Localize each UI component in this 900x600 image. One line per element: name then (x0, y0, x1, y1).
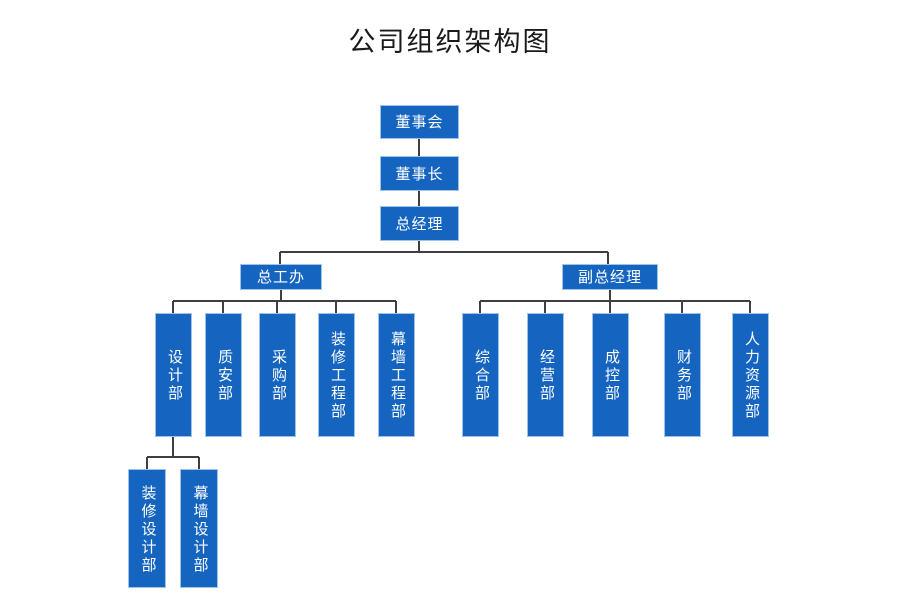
node-decoration-engineering-department[interactable]: 装修工程部 (318, 313, 355, 437)
node-decoration-design-department[interactable]: 装修设计部 (128, 469, 166, 588)
node-curtainwall-design-department[interactable]: 幕墙设计部 (180, 469, 218, 588)
node-curtainwall-engineering-department[interactable]: 幕墙工程部 (378, 313, 415, 437)
node-cost-control-department[interactable]: 成控部 (592, 313, 629, 437)
node-purchasing-department[interactable]: 采购部 (259, 313, 296, 437)
node-finance-department[interactable]: 财务部 (664, 313, 701, 437)
node-quality-safety-department[interactable]: 质安部 (205, 313, 242, 437)
node-deputy-general-manager[interactable]: 副总经理 (562, 264, 658, 290)
node-chairman[interactable]: 董事长 (380, 156, 459, 191)
node-operations-department[interactable]: 经营部 (527, 313, 564, 437)
page-title: 公司组织架构图 (348, 27, 552, 57)
node-design-department[interactable]: 设计部 (155, 313, 192, 437)
node-general-affairs-department[interactable]: 综合部 (462, 313, 499, 437)
edge-ceo-bus (172, 290, 397, 313)
node-board[interactable]: 董事会 (380, 105, 459, 139)
edge-gm-bus (279, 241, 609, 264)
node-chief-engineer-office[interactable]: 总工办 (240, 264, 322, 290)
edge-design-bus (146, 437, 200, 469)
node-general-manager[interactable]: 总经理 (380, 206, 459, 241)
edge-dgm-bus (479, 290, 751, 313)
node-human-resources-department[interactable]: 人力资源部 (732, 313, 769, 437)
